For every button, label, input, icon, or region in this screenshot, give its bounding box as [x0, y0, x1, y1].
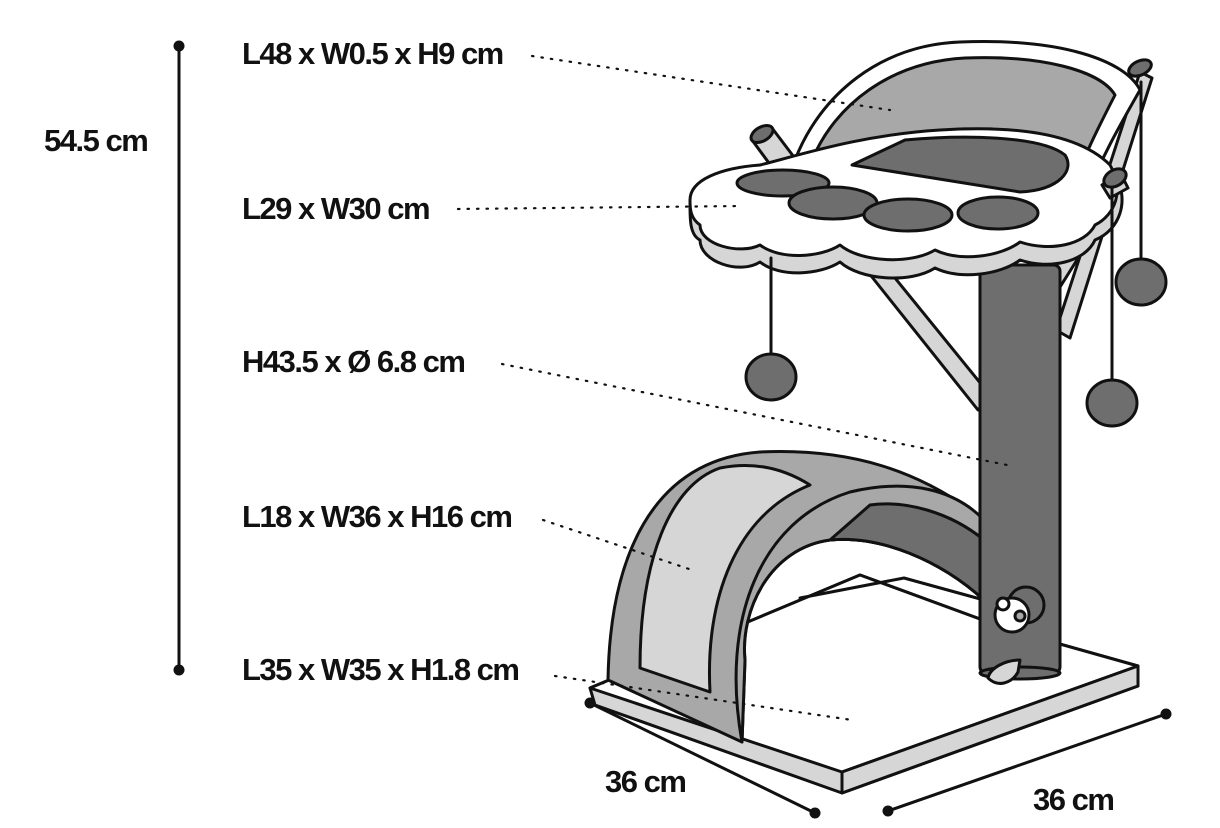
platform-leader [456, 204, 744, 211]
cat-tree-illustration [588, 40, 1168, 795]
base-label: L35 x W35 x H1.8 cm [242, 652, 519, 687]
backrest-dimension: L48 x W0.5 x H9 cm [242, 36, 892, 112]
base-width-line [887, 712, 1167, 813]
toy-ball-middle [1085, 378, 1139, 428]
arch-leader [541, 518, 694, 572]
post-dimension: H43.5 x Ø 6.8 cm [242, 344, 1014, 468]
peg-right-front [1100, 167, 1130, 200]
toy-ball-left [744, 352, 798, 402]
base-depth-start-dot [584, 697, 596, 709]
base-depth-dimension: 36 cm [584, 697, 821, 819]
base-dimension: L35 x W35 x H1.8 cm [242, 652, 854, 722]
backrest-leader [530, 54, 892, 112]
base-width-dimension: 36 cm [882, 708, 1172, 817]
base-width-end-dot [1160, 708, 1172, 720]
height-dimension: 54.5 cm [44, 40, 185, 676]
base-leader [553, 674, 854, 722]
arch-label: L18 x W36 x H16 cm [242, 499, 511, 534]
platform-dimension: L29 x W30 cm [242, 191, 744, 226]
toy-ball-right [1114, 257, 1168, 307]
base-depth-end-dot [809, 807, 821, 819]
arch [606, 450, 986, 744]
base-width-label: 36 cm [1033, 782, 1113, 817]
hanging-toy-balls [744, 80, 1168, 428]
height-dimension-top-dot [173, 40, 185, 52]
base-depth-label: 36 cm [605, 764, 685, 799]
backrest-label: L48 x W0.5 x H9 cm [242, 36, 503, 71]
height-dimension-bottom-dot [173, 664, 185, 676]
post-label: H43.5 x Ø 6.8 cm [242, 344, 464, 379]
arch-dimension: L18 x W36 x H16 cm [242, 499, 694, 572]
sisal-post [978, 263, 1062, 685]
base-width-start-dot [882, 805, 894, 817]
platform-label: L29 x W30 cm [242, 191, 429, 226]
top-peg-right [1127, 58, 1153, 78]
paw-platform [688, 127, 1124, 280]
total-height-label: 54.5 cm [44, 123, 147, 158]
base-depth-line [589, 701, 816, 815]
post-leader [500, 362, 1014, 468]
mouse-toy [986, 585, 1046, 685]
